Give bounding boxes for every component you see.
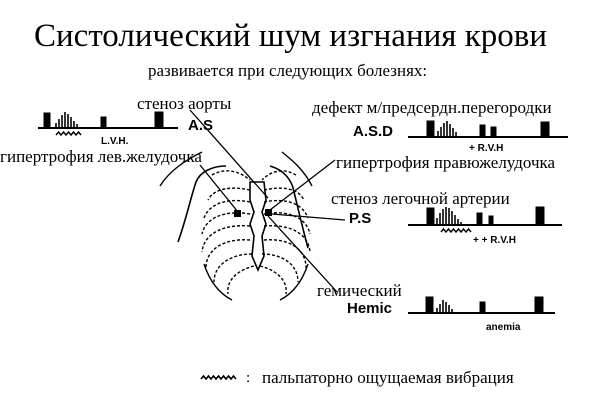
label-pulmonary-stenosis: стеноз легочной артерии <box>331 189 510 208</box>
abbr-aortic-stenosis: A.S <box>188 117 214 134</box>
abbr-atrial-septal-defect: A.S.D <box>353 123 394 140</box>
abbr-pulmonary-stenosis: P.S <box>349 210 372 227</box>
phonogram-hemic <box>408 296 555 314</box>
label-hemic-ru: гемический <box>317 281 402 300</box>
label-left-ventricle-hypertrophy: гипертрофия лев.желудочка <box>0 147 202 166</box>
point-left-ventricle <box>234 210 241 217</box>
point-right-sternal <box>265 209 272 216</box>
phonogram-pulmonary-stenosis <box>408 206 562 234</box>
label-aortic-stenosis: стеноз аорты <box>137 94 232 113</box>
subtitle: развивается при следующих болезнях: <box>148 61 428 80</box>
note-atrial-septal-defect: + R.V.H <box>469 143 504 154</box>
murmur-spindle <box>436 207 462 225</box>
legend-vibration-icon <box>200 374 237 381</box>
murmur-spindle <box>55 112 78 128</box>
note-aortic-stenosis: L.V.H. <box>101 136 129 147</box>
murmur-spindle <box>436 300 453 313</box>
title: Систолический шум изгнания крови <box>34 18 547 54</box>
label-right-ventricle-hypertrophy: гипертрофия правюжелудочка <box>336 153 556 172</box>
leader-lines <box>189 109 346 293</box>
legend-text: пальпаторно ощущаемая вибрация <box>262 368 514 387</box>
abbr-hemic: Hemic <box>347 300 393 317</box>
phonogram-aortic-stenosis <box>38 111 178 137</box>
phonogram-atrial-septal-defect <box>408 120 568 138</box>
legend-colon: : <box>246 370 251 386</box>
note-pulmonary-stenosis: + + R.V.H <box>473 235 516 246</box>
label-atrial-septal-defect: дефект м/предсердн.перегородки <box>312 98 552 117</box>
torso-illustration <box>159 151 313 301</box>
vibration-squiggle <box>440 227 472 234</box>
auscultation-points <box>234 209 272 217</box>
note-hemic: anemia <box>486 322 521 333</box>
murmur-spindle <box>437 121 457 137</box>
vibration-squiggle <box>55 130 82 137</box>
